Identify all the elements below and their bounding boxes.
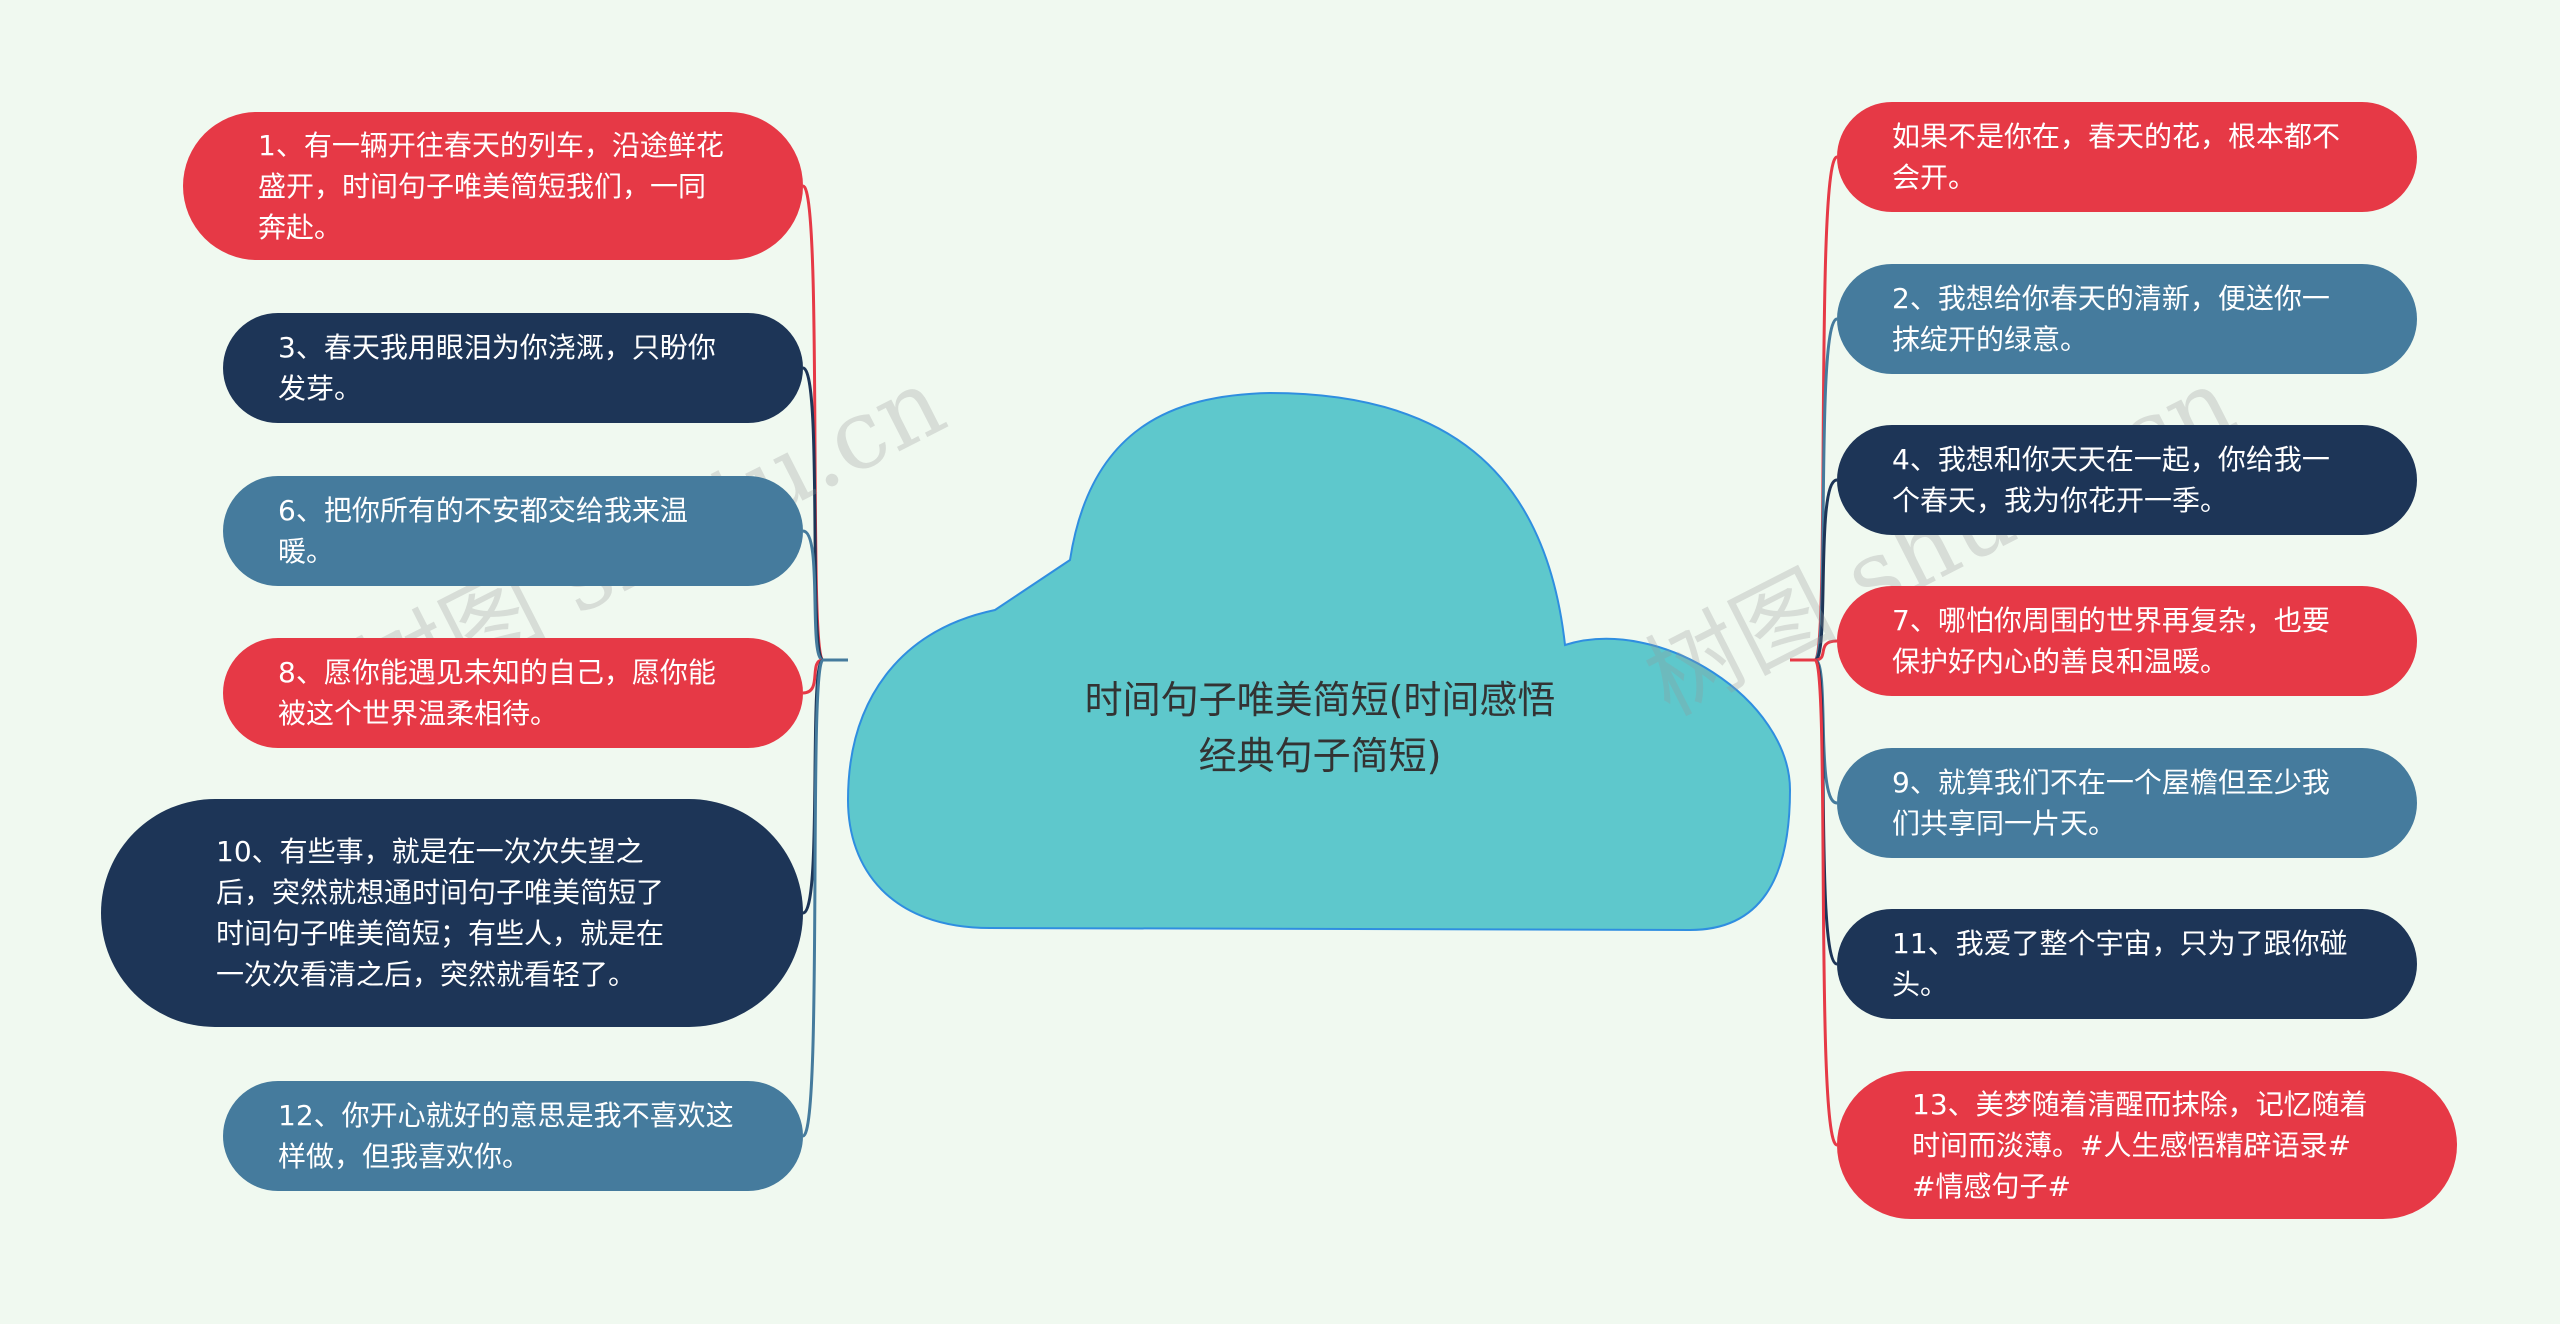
left-node-8[interactable]: 8、愿你能遇见未知的自己，愿你能被这个世界温柔相待。: [223, 638, 803, 748]
right-node-0-text: 如果不是你在，春天的花，根本都不会开。: [1892, 120, 2341, 194]
right-node-9[interactable]: 9、就算我们不在一个屋檐但至少我们共享同一片天。: [1837, 748, 2417, 858]
left-connector-5: [801, 658, 848, 1138]
right-node-13-text: 13、美梦随着清醒而抹除，记忆随着时间而淡薄。#人生感悟精辟语录# #情感句子#: [1912, 1087, 2368, 1203]
central-cloud-shape: [846, 391, 1792, 932]
right-node-4-text: 4、我想和你天天在一起，你给我一个春天，我为你花开一季。: [1892, 443, 2330, 517]
right-node-9-text: 9、就算我们不在一个屋檐但至少我们共享同一片天。: [1892, 766, 2330, 840]
left-node-10-text: 10、有些事，就是在一次次失望之后，突然就想通时间句子唯美简短了时间句子唯美简短…: [216, 835, 665, 991]
left-node-12-text: 12、你开心就好的意思是我不喜欢这样做，但我喜欢你。: [278, 1099, 734, 1173]
left-node-1[interactable]: 1、有一辆开往春天的列车，沿途鲜花盛开，时间句子唯美简短我们，一同奔赴。: [183, 112, 803, 260]
right-node-4[interactable]: 4、我想和你天天在一起，你给我一个春天，我为你花开一季。: [1837, 425, 2417, 535]
left-node-6-text: 6、把你所有的不安都交给我来温暖。: [278, 494, 688, 568]
right-connector-6: [1790, 658, 1839, 1147]
left-node-3[interactable]: 3、春天我用眼泪为你浇溉，只盼你发芽。: [223, 313, 803, 423]
left-node-3-text: 3、春天我用眼泪为你浇溉，只盼你发芽。: [278, 331, 716, 405]
right-node-11-text: 11、我爱了整个宇宙，只为了跟你碰头。: [1892, 927, 2348, 1001]
right-node-7[interactable]: 7、哪怕你周围的世界再复杂，也要保护好内心的善良和温暖。: [1837, 586, 2417, 696]
right-node-2[interactable]: 2、我想给你春天的清新，便送你一抹绽开的绿意。: [1837, 264, 2417, 374]
left-node-1-text: 1、有一辆开往春天的列车，沿途鲜花盛开，时间句子唯美简短我们，一同奔赴。: [258, 128, 724, 244]
left-connector-2: [802, 529, 848, 662]
right-node-13[interactable]: 13、美梦随着清醒而抹除，记忆随着时间而淡薄。#人生感悟精辟语录# #情感句子#: [1837, 1071, 2457, 1219]
left-node-10[interactable]: 10、有些事，就是在一次次失望之后，突然就想通时间句子唯美简短了时间句子唯美简短…: [101, 799, 803, 1027]
right-node-7-text: 7、哪怕你周围的世界再复杂，也要保护好内心的善良和温暖。: [1892, 604, 2330, 678]
right-node-2-text: 2、我想给你春天的清新，便送你一抹绽开的绿意。: [1892, 282, 2330, 356]
left-connector-4: [801, 658, 848, 915]
connector-lines: [801, 155, 1839, 1147]
left-node-6[interactable]: 6、把你所有的不安都交给我来温暖。: [223, 476, 803, 586]
right-connector-2: [1790, 478, 1838, 662]
right-node-0[interactable]: 如果不是你在，春天的花，根本都不会开。: [1837, 102, 2417, 212]
right-connector-5: [1790, 658, 1839, 966]
central-topic-title[interactable]: 时间句子唯美简短(时间感悟经典句子简短): [1084, 678, 1556, 778]
left-node-12[interactable]: 12、你开心就好的意思是我不喜欢这样做，但我喜欢你。: [223, 1081, 803, 1191]
right-node-11[interactable]: 11、我爱了整个宇宙，只为了跟你碰头。: [1837, 909, 2417, 1019]
left-connector-3: [802, 658, 848, 695]
left-node-8-text: 8、愿你能遇见未知的自己，愿你能被这个世界温柔相待。: [278, 656, 716, 730]
